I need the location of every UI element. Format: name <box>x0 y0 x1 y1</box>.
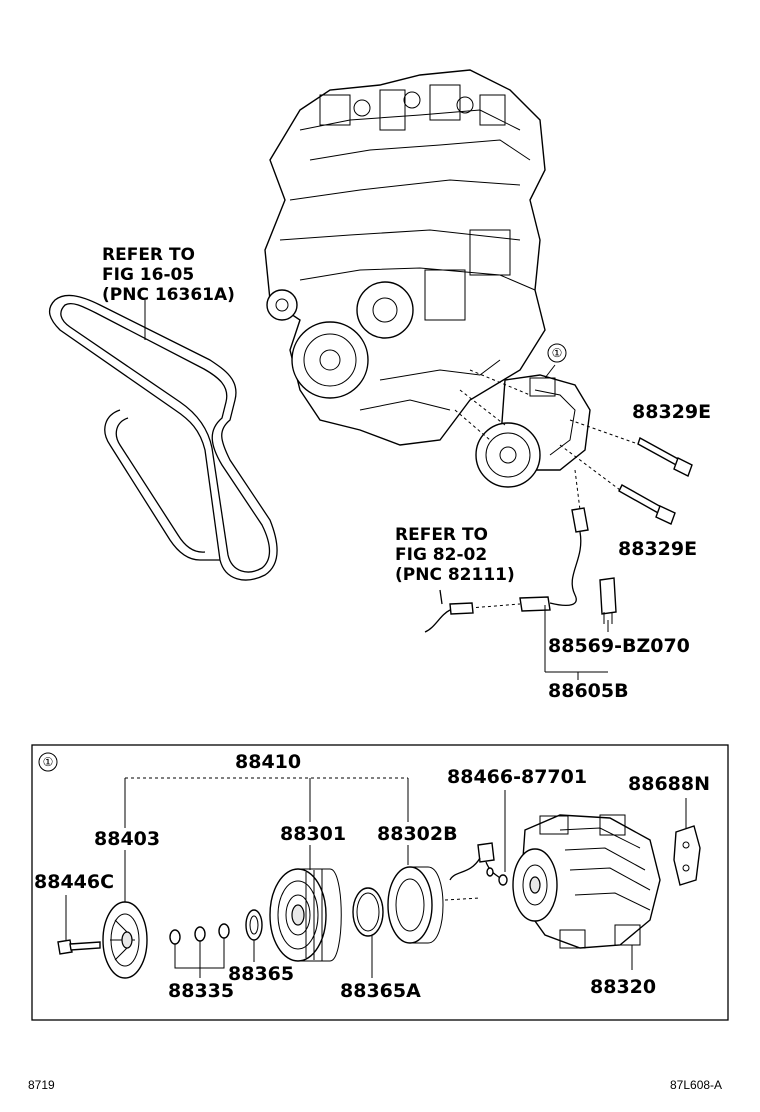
detail-box <box>31 744 729 1021</box>
refer-harness-line1: REFER TO <box>395 525 488 545</box>
label-88329e-bottom: 88329E <box>618 538 697 560</box>
switch-88466-87701 <box>449 842 508 886</box>
bolt-88329e-bottom <box>618 484 676 525</box>
guide-line <box>559 444 621 491</box>
label-88365a: 88365A <box>340 980 421 1002</box>
callout-circle <box>547 343 567 363</box>
refer-belt-line1: REFER TO <box>102 245 195 265</box>
label-88302b: 88302B <box>377 823 458 845</box>
label-88301: 88301 <box>280 823 346 845</box>
drive-belt <box>48 294 278 581</box>
label-88329e-top: 88329E <box>632 401 711 423</box>
label-88446c: 88446C <box>34 871 114 893</box>
label-88466-87701: 88466-87701 <box>447 766 587 788</box>
refer-belt-line3: (PNC 16361A) <box>102 285 235 305</box>
bolt-88446c <box>57 939 101 955</box>
guide-line <box>444 897 481 901</box>
label-88410: 88410 <box>235 751 301 773</box>
snap-ring-88365a <box>352 887 384 937</box>
label-88403: 88403 <box>94 828 160 850</box>
marker-leader <box>544 364 556 379</box>
guide-line <box>454 409 491 441</box>
refer-harness-line3: (PNC 82111) <box>395 565 515 585</box>
snap-ring-88365 <box>245 909 263 941</box>
compressor-assembly-upper <box>475 374 591 488</box>
refer-harness-line2: FIG 82-02 <box>395 545 487 565</box>
guide-line <box>469 369 531 396</box>
bracket-88688n <box>673 825 701 886</box>
callout-marker: ① <box>552 346 563 360</box>
label-88688n: 88688N <box>628 773 710 795</box>
clutch-hub-88403 <box>102 901 148 979</box>
leader-88335 <box>174 938 225 978</box>
footer-left-code: 8719 <box>28 1078 55 1092</box>
guide-line <box>459 389 506 426</box>
detail-marker: ① <box>43 755 54 769</box>
guide-line <box>574 469 581 511</box>
label-88320: 88320 <box>590 976 656 998</box>
bolt-88329e-top <box>637 436 693 477</box>
label-88365: 88365 <box>228 963 294 985</box>
label-88569-bz070: 88569-BZ070 <box>548 635 690 657</box>
label-88605b: 88605B <box>548 680 629 702</box>
harness-assembly <box>424 507 617 633</box>
label-88335: 88335 <box>168 980 234 1002</box>
engine-illustration <box>264 69 546 446</box>
pulley-88301 <box>269 868 342 962</box>
stator-coil-88302b <box>387 866 444 944</box>
compressor-88320 <box>512 814 661 949</box>
detail-callout-circle <box>38 752 58 772</box>
refer-belt-line2: FIG 16-05 <box>102 265 194 285</box>
footer-right-code: 87L608-A <box>670 1078 722 1092</box>
